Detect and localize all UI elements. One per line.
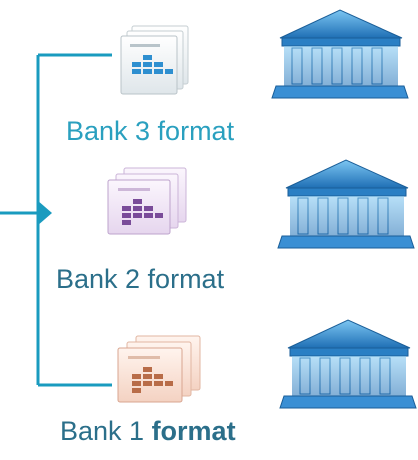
bank-1-label-prefix: Bank 1 [60, 416, 152, 446]
document-stack-icon [120, 25, 189, 95]
bank-building-icon [279, 319, 417, 409]
bank-2-format-label: Bank 2 format [56, 264, 225, 294]
bank-building-icon [277, 159, 415, 249]
bank-1-format-label: Bank 1 format [60, 418, 236, 445]
bank-building-icon [271, 9, 409, 99]
bank-1-label-bold: format [151, 416, 236, 446]
document-stack-icon [117, 335, 201, 403]
document-stack-icon [107, 167, 187, 235]
bank-3-format-label: Bank 3 format [66, 116, 235, 146]
arrow-icon [37, 200, 52, 226]
